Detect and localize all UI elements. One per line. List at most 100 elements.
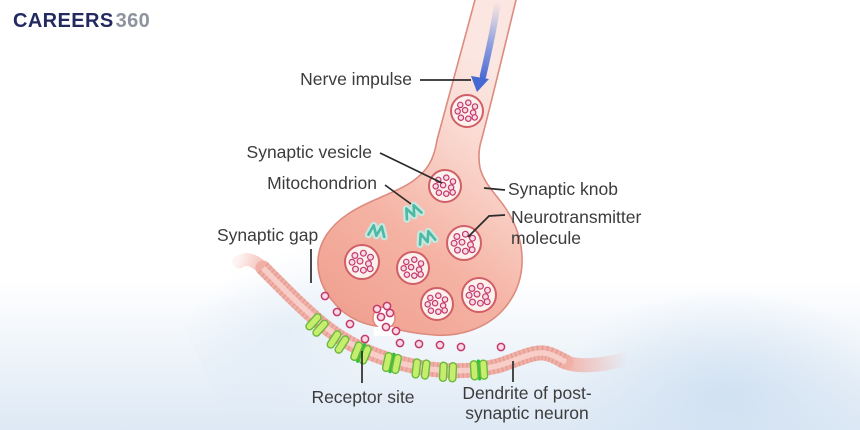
membrane-tail (555, 352, 632, 373)
receptor-capsule (312, 319, 329, 337)
vesicle-inner-dot (417, 260, 425, 267)
label-receptor-site: Receptor site (311, 387, 415, 407)
label-mitochondrion: Mitochondrion (267, 173, 377, 193)
vesicle-inner-dot (473, 290, 481, 298)
vesicle-inner-dot (426, 294, 434, 302)
neurotransmitter-dot (456, 342, 466, 352)
postsynaptic-membrane (232, 252, 632, 379)
label-synaptic-vesicle: Synaptic vesicle (246, 142, 372, 162)
vesicle-inner-dot (456, 101, 464, 109)
receptor-capsule (448, 362, 458, 383)
brand-suffix: 360 (115, 10, 151, 32)
synaptic-vesicle (428, 169, 462, 203)
vesicle-inner-dot (403, 271, 411, 279)
vesicle-inner-dot (461, 230, 469, 238)
vesicle-inner-dot (454, 246, 462, 254)
mitochondrion-icon (402, 201, 425, 223)
vesicle-inner-dot (461, 247, 469, 255)
synaptic-vesicle (450, 94, 484, 128)
vesicle-inner-dot (471, 103, 479, 110)
vesicle-inner-dot (476, 299, 484, 307)
mitochondrion-icon (416, 227, 439, 249)
pointer-neurotransmitter (467, 214, 506, 238)
receptor-capsule (420, 359, 431, 380)
neurotransmitter-molecules (320, 291, 506, 352)
vesicle-inner-dot (441, 307, 449, 314)
vesicle-inner-dot (400, 264, 408, 272)
vesicle-inner-dot (348, 258, 356, 266)
vesicle-inner-dot (483, 298, 491, 306)
membrane-core-highlight (261, 266, 568, 374)
vesicle-inner-dot (442, 190, 450, 198)
vesicle-inner-dot (454, 108, 462, 115)
receptor (381, 351, 403, 375)
vesicle-inner-dot (458, 238, 466, 246)
vesicle-inner-dot (424, 300, 432, 308)
receptor-sites (305, 313, 489, 383)
vesicle-inner-dot (352, 265, 360, 273)
vesicle-inner-dot (434, 308, 442, 316)
neurotransmitter-dot (385, 308, 395, 318)
brand-name: CAREERS (13, 10, 114, 32)
vesicle-inner-dot (359, 266, 367, 274)
vesicle-inner-dot (449, 189, 457, 196)
neurotransmitter-dot (332, 307, 342, 317)
vesicle-inner-dot (359, 249, 367, 257)
receptor (411, 358, 431, 380)
vesicle-inner-dot (434, 292, 442, 300)
receptor-capsule (469, 360, 479, 381)
pointer-synaptic-vesicle (379, 152, 443, 184)
receptor-capsule (391, 353, 403, 375)
label-nerve-impulse: Nerve impulse (300, 69, 412, 89)
vesicle-inner-dot (402, 258, 410, 266)
synaptic-vesicle (461, 277, 497, 313)
vesicle-inner-dot (464, 115, 472, 123)
mitochondrion-icon (364, 221, 388, 241)
receptor (305, 313, 329, 337)
vesicle-inner-dot (469, 234, 477, 242)
receptor-capsule (305, 313, 322, 331)
receptor (326, 330, 350, 354)
neurotransmitter-dot (435, 340, 445, 350)
vesicle-inner-dot (449, 178, 457, 185)
vesicle-inner-dot (468, 246, 476, 254)
receptor-capsule (350, 341, 364, 362)
vesicle-inner-dot (484, 286, 492, 294)
receptor (438, 361, 458, 383)
neurotransmitter-dot (496, 342, 506, 352)
receptor-capsule (411, 358, 422, 379)
vesicle-inner-dot (441, 296, 449, 303)
synaptic-vesicles (344, 94, 497, 321)
vesicle-inner-dot (417, 271, 425, 278)
label-synaptic-gap: Synaptic gap (217, 225, 319, 245)
receptor-capsule (326, 330, 342, 349)
vesicle-inner-dot (461, 106, 469, 114)
vesicle-inner-dot (351, 252, 359, 260)
vesicle-inner-dot (366, 265, 374, 273)
neurotransmitter-dot (360, 334, 370, 344)
neurotransmitter-dot (395, 338, 405, 348)
vesicle-inner-dot (427, 307, 435, 315)
vesicle-inner-dot (410, 256, 418, 264)
nerve-impulse-arrow (471, 2, 501, 92)
neurotransmitter-dot (414, 339, 424, 349)
neurotransmitter-dot (376, 312, 386, 322)
vesicle-inner-dot (431, 299, 439, 307)
vesicle-inner-dot (468, 285, 476, 293)
label-neurotransmitter-molecule: Neurotransmitter molecule (511, 207, 642, 248)
vesicle-inner-dot (435, 189, 443, 197)
vesicle-inner-dot (407, 263, 415, 271)
vesicle-inner-dot (453, 233, 461, 241)
pointer-mitochondrion (384, 184, 412, 205)
vesicle-inner-dot (469, 298, 477, 306)
mitochondrion-squiggle (367, 224, 386, 239)
neurotransmitter-dot (345, 319, 355, 329)
synaptic-vesicle (344, 244, 380, 280)
vesicle-inner-dot (410, 272, 418, 280)
receptor (469, 359, 489, 381)
synaptic-vesicle (446, 225, 482, 261)
vesicle-inner-dot (457, 114, 465, 122)
mitochondrion-squiggle (405, 203, 423, 221)
